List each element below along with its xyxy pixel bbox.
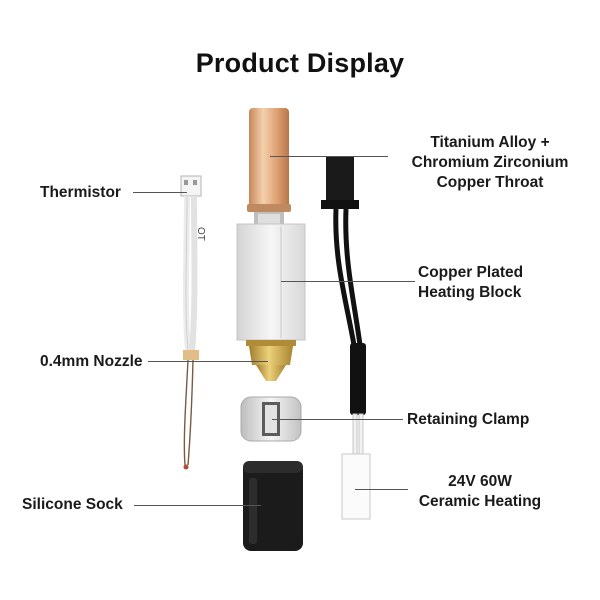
retaining-clamp	[240, 396, 302, 442]
label-thermistor: Thermistor	[40, 184, 121, 201]
label-heater-line1: 24V 60W	[448, 473, 512, 490]
thermistor	[180, 175, 202, 470]
heating-block	[236, 223, 306, 341]
label-heating-block: Copper Plated Heating Block	[418, 263, 523, 303]
leader-line-clamp	[272, 419, 403, 420]
leader-line-heating-block	[281, 281, 415, 282]
label-heater-line2: Ceramic Heating	[418, 493, 542, 510]
silicone-sock	[243, 461, 303, 551]
leader-line-sock	[134, 505, 261, 506]
nozzle	[246, 340, 296, 381]
label-heater: 24V 60W Ceramic Heating	[405, 472, 555, 512]
thermistor-connector-mark: OT	[195, 227, 206, 241]
leader-line-throat	[270, 156, 388, 157]
leader-line-heater	[355, 489, 408, 490]
page-title: Product Display	[195, 48, 405, 78]
label-clamp: Retaining Clamp	[407, 411, 530, 428]
label-throat-line3: Copper Throat	[436, 174, 544, 191]
leader-line-thermistor	[133, 192, 187, 193]
label-nozzle: 0.4mm Nozzle	[40, 353, 143, 370]
ceramic-heater	[321, 157, 371, 520]
label-heating-block-line1: Copper Plated	[418, 264, 524, 281]
label-throat-line2: Chromium Zirconium	[411, 154, 569, 171]
label-throat-line1: Titanium Alloy +	[430, 134, 550, 151]
label-heating-block-line2: Heating Block	[418, 284, 522, 301]
label-throat: Titanium Alloy + Chromium Zirconium Copp…	[390, 133, 590, 193]
label-sock: Silicone Sock	[22, 496, 123, 513]
leader-line-nozzle	[148, 361, 268, 362]
copper-throat	[247, 108, 291, 224]
